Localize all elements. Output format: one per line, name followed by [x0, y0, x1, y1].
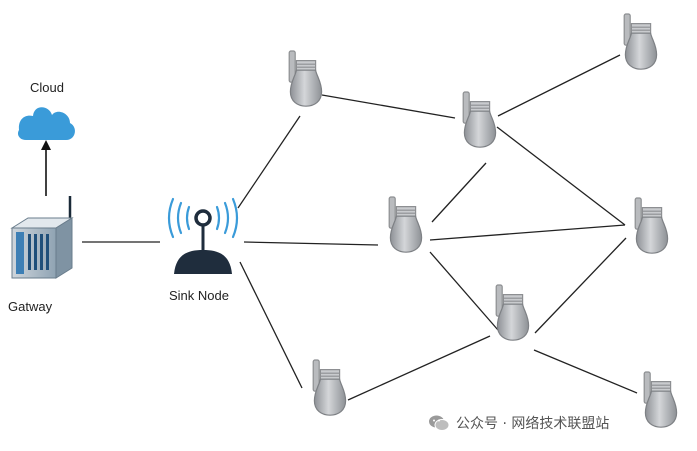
bulb-sensor-icon	[388, 196, 423, 253]
bulb-sensor-icon	[623, 13, 658, 70]
bulb-sensor-icon	[495, 284, 530, 341]
link-node7-node8	[533, 349, 638, 394]
antenna-icon	[167, 197, 239, 274]
bulb-sensor-icon	[312, 359, 347, 416]
link-node2-node5	[496, 126, 626, 226]
link-node6-node7	[347, 335, 491, 401]
bulb-sensor-icon	[462, 91, 497, 148]
cloud-label: Cloud	[30, 80, 64, 95]
link-node2-node4	[431, 162, 487, 223]
bulb-sensor-icon	[634, 197, 669, 254]
wechat-icon	[429, 415, 450, 431]
cloud-icon	[17, 107, 75, 140]
router-icon	[10, 196, 74, 279]
uplink-arrow	[41, 140, 51, 196]
link-node1-node2	[321, 94, 456, 119]
link-node4-node7	[429, 251, 499, 331]
sink-node-label: Sink Node	[169, 288, 229, 303]
watermark: 公众号 · 网络技术联盟站	[428, 412, 609, 434]
link-node4-node5	[429, 224, 626, 241]
link-sink-node1	[237, 115, 301, 209]
link-sink-node6	[239, 261, 303, 389]
watermark-text: 公众号 · 网络技术联盟站	[456, 416, 610, 432]
link-node5-node7	[534, 237, 627, 334]
link-sink-node4	[243, 241, 379, 246]
bulb-sensor-icon	[643, 371, 678, 428]
link-node2-node3	[497, 54, 621, 117]
gateway-label: Gatway	[8, 299, 53, 314]
links	[82, 54, 638, 401]
bulb-sensor-icon	[288, 50, 323, 107]
